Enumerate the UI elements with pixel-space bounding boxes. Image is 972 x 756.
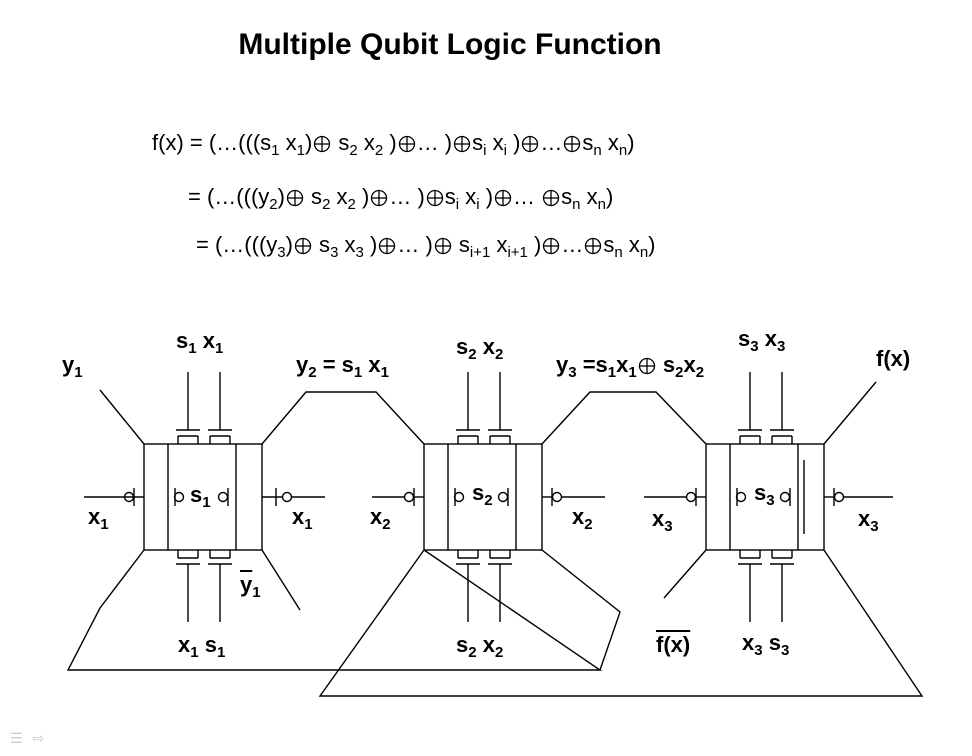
label-y3-equation: y3 =s1x1 s2x2 [556,352,705,381]
xor-icon [294,238,312,255]
gate2-left-label: x2 [370,504,391,533]
gate2-middle-label: s2 [472,480,493,509]
equation-line-3: = (…(((y3) s3 x3 )… ) si+1 xi+1 )…sn xn) [196,232,656,261]
xor-icon [638,358,655,375]
equation-line-1: f(x) = (…(((s1 x1) s2 x2 )… )si xi )…sn … [152,130,635,159]
xor-icon [398,136,415,153]
xor-icon [453,136,471,153]
xor-icon [494,190,512,207]
next-arrow-icon[interactable]: ⇨ [32,730,45,746]
connecting-wires [66,391,924,697]
gate2-top-labels: s2 x2 [456,334,504,363]
xor-icon [314,136,331,153]
xor-icon [543,190,560,207]
xor-icon [434,238,451,255]
xor-icon [371,190,388,207]
gate1-middle-label: s1 [190,482,211,511]
equation-line-2: = (…(((y2) s2 x2 )… )si xi )… sn xn) [188,184,614,213]
gate-3 [644,372,893,622]
label-y1-bar: y1 [240,572,261,601]
label-fx-bar: f(x) [656,632,691,657]
slide-navigation: ☰ ⇨ [10,730,44,747]
label-fx: f(x) [876,346,911,371]
xor-icon [379,238,396,255]
gate2-bottom-labels: s2 x2 [456,632,504,661]
xor-icon [585,238,602,255]
gate2-right-label: x2 [572,504,593,533]
gate3-right-label: x3 [858,506,879,535]
gate-1 [84,372,325,622]
label-y2-equation: y2 = s1 x1 [296,352,389,381]
gate-2 [372,372,605,622]
gate1-right-label: x1 [292,504,313,533]
gate3-bottom-labels: x3 s3 [742,630,790,659]
xor-icon [564,136,581,153]
page-title: Multiple Qubit Logic Function [238,28,662,61]
gate3-top-labels: s3 x3 [738,326,786,355]
gate1-top-labels: s1 x1 [176,328,224,357]
xor-icon [286,190,304,207]
xor-icon [543,238,560,255]
gate3-left-label: x3 [652,506,673,535]
gate1-left-label: x1 [88,504,109,533]
gate1-bottom-labels: x1 s1 [178,632,226,661]
xor-icon [522,136,539,153]
slide-menu-icon[interactable]: ☰ [10,730,23,746]
label-y1: y1 [62,352,83,381]
xor-icon [426,190,443,207]
gate3-middle-label: s3 [754,480,775,509]
